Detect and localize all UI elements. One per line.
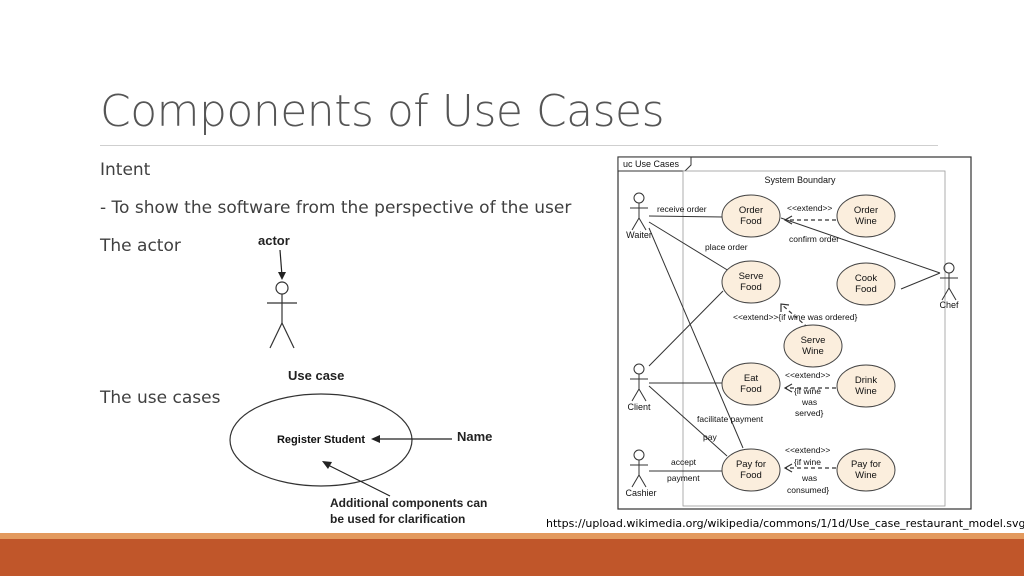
usecase-ellipse — [229, 393, 413, 487]
actor-label-arrow — [279, 249, 283, 277]
uc-cook-food-l2: Food — [855, 284, 877, 295]
slide-title: Components of Use Cases — [100, 86, 665, 137]
label-extend-1: <<extend>> — [787, 203, 832, 213]
actor-client — [630, 363, 648, 402]
actor-waiter-label: Waiter — [626, 230, 652, 240]
use-case-ellipses — [721, 194, 896, 492]
label-pay: pay — [703, 432, 717, 442]
uc-pay-food-l2: Food — [740, 470, 762, 481]
label-accept: accept — [671, 457, 697, 467]
footer-band — [0, 539, 1024, 576]
uc-drink-wine-l2: Wine — [855, 386, 877, 397]
usecase-name: Register Student — [277, 434, 365, 446]
uc-serve-wine-l2: Wine — [802, 346, 824, 357]
uc-order-wine-l1: Order — [854, 205, 878, 216]
uc-pay-wine — [836, 448, 896, 492]
actor-label-arrowhead — [278, 272, 286, 280]
usecase-label: Use case — [288, 368, 344, 383]
uc-order-wine — [836, 194, 896, 238]
note-line2: be used for clarification — [330, 512, 465, 526]
note-line1: Additional components can — [330, 496, 487, 510]
label-facilitate-payment: facilitate payment — [697, 414, 764, 424]
label-wine-served-2: was — [801, 397, 817, 407]
uc-serve-wine — [783, 324, 843, 368]
label-wine-served-3: served} — [795, 408, 824, 418]
uc-order-wine-l2: Wine — [855, 216, 877, 227]
uc-eat-food-l1: Eat — [744, 373, 759, 384]
uc-serve-food-l1: Serve — [739, 271, 764, 282]
bullet-use-cases: The use cases — [100, 388, 221, 408]
actor-chef-label: Chef — [939, 300, 959, 310]
actor-cashier-label: Cashier — [625, 488, 656, 498]
relationship-labels: receive order <<extend>> place order con… — [657, 203, 857, 495]
note-arrow — [325, 463, 391, 497]
actor-figure — [267, 281, 297, 349]
frame-tab-label: uc Use Cases — [623, 159, 680, 169]
uc-serve-food-l2: Food — [740, 282, 762, 293]
uc-eat-food — [721, 362, 781, 406]
label-payment: payment — [667, 473, 700, 483]
bullet-intent: Intent — [100, 160, 151, 180]
uc-serve-food — [721, 260, 781, 304]
uc-order-food-l2: Food — [740, 216, 762, 227]
uc-pay-wine-l1: Pay for — [851, 459, 881, 470]
actor-client-label: Client — [627, 402, 651, 412]
left-figure: actor Use case Register Student Name Add… — [229, 233, 492, 526]
note-arrowhead — [322, 461, 332, 469]
actor-cashier — [630, 449, 648, 488]
label-place-order: place order — [705, 242, 748, 252]
label-extend-3: <<extend>> — [785, 445, 830, 455]
use-case-labels: Order Food Order Wine Serve Food Cook Fo… — [736, 205, 881, 481]
actor-waiter — [630, 192, 648, 231]
bullet-perspective: - To show the software from the perspect… — [100, 198, 572, 218]
source-url: https://upload.wikimedia.org/wikipedia/c… — [546, 517, 1024, 530]
uc-pay-wine-l2: Wine — [855, 470, 877, 481]
actor-label: actor — [258, 233, 290, 248]
label-extend-2: <<extend>> — [785, 370, 830, 380]
actor-chef — [940, 262, 958, 301]
system-boundary-label: System Boundary — [764, 175, 836, 185]
footer-stripe-light — [0, 533, 1024, 539]
label-wine-consumed-2: was — [801, 473, 817, 483]
uc-order-food — [721, 194, 781, 238]
label-confirm-order: confirm order — [789, 234, 839, 244]
use-case-diagram: uc Use Cases System Boundary — [617, 156, 972, 510]
label-receive-order: receive order — [657, 204, 707, 214]
uc-cook-food-l1: Cook — [855, 273, 877, 284]
label-extend-wine-ordered: <<extend>>{if wine was ordered} — [733, 312, 857, 322]
uc-serve-wine-l1: Serve — [801, 335, 826, 346]
uc-pay-food — [721, 448, 781, 492]
extend-arrowheads — [780, 215, 793, 473]
title-divider — [100, 145, 938, 146]
name-arrowhead — [371, 435, 380, 443]
uc-order-food-l1: Order — [739, 205, 763, 216]
associations — [648, 215, 941, 472]
uc-drink-wine — [836, 364, 896, 408]
label-wine-consumed-3: consumed} — [787, 485, 829, 495]
uc-drink-wine-l1: Drink — [855, 375, 877, 386]
bullet-actor: The actor — [100, 236, 181, 256]
uc-pay-food-l1: Pay for — [736, 459, 766, 470]
frame-tab — [617, 156, 692, 172]
label-wine-served-1: {if wine — [794, 386, 821, 396]
label-wine-consumed-1: {if wine — [794, 457, 821, 467]
uc-cook-food — [836, 262, 896, 306]
uc-eat-food-l2: Food — [740, 384, 762, 395]
name-label: Name — [457, 429, 492, 444]
